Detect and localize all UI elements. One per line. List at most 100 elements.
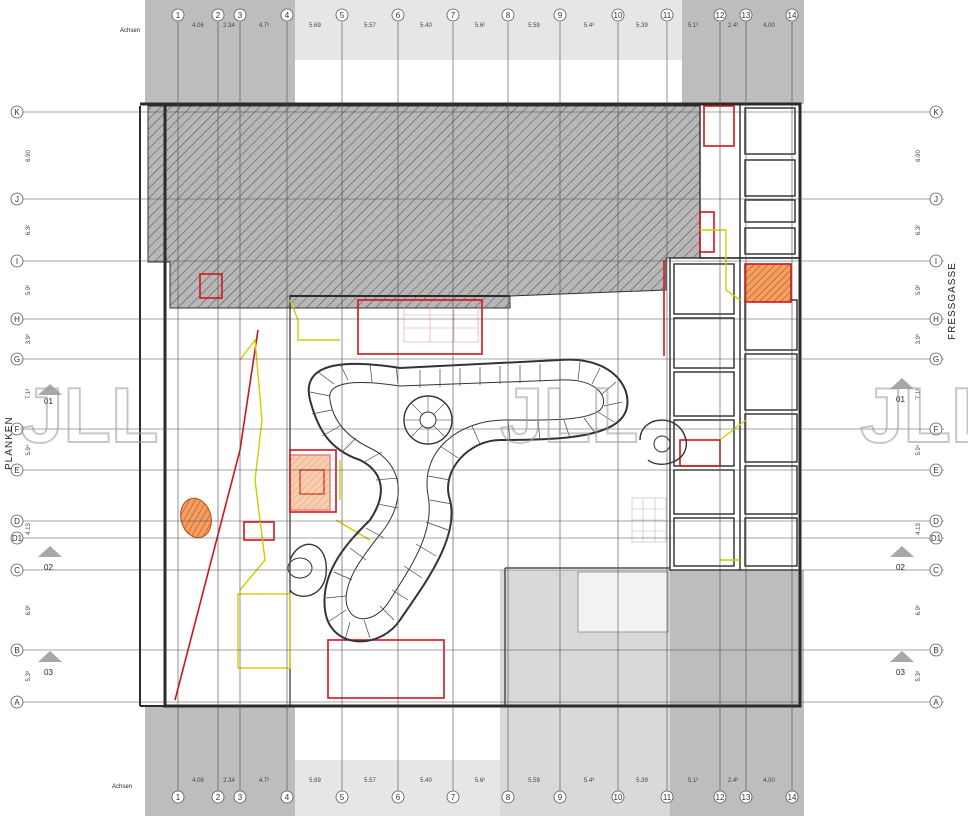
dimension-label: 2.4² [728,778,738,784]
dimension-label: 7.1³ [26,389,32,399]
svg-text:03: 03 [44,668,53,677]
svg-text:D: D [14,517,20,526]
orange-feature [180,497,212,539]
svg-text:01: 01 [896,395,905,404]
svg-text:14: 14 [788,11,797,20]
svg-text:A: A [933,698,939,707]
dimension-label: 5.69 [309,23,321,29]
column-marker-6: 6 [391,790,405,804]
column-marker-10: 10 [611,790,625,804]
svg-text:JLL: JLL [860,371,968,459]
central-staircase [287,358,687,643]
section-marker-right-01: 01 [890,378,914,404]
row-marker-G: G [10,352,24,366]
row-marker-F: F [929,422,943,436]
svg-text:G: G [933,355,939,364]
street-label-fressgasse: FRESSGASSE [947,262,958,340]
dimension-label: 5.39 [636,23,648,29]
svg-text:B: B [933,646,938,655]
svg-text:F: F [934,425,939,434]
svg-text:C: C [14,566,20,575]
dimension-label: 6.90 [26,150,32,162]
svg-text:I: I [935,257,937,266]
column-marker-5: 5 [335,790,349,804]
svg-text:G: G [14,355,20,364]
svg-text:01: 01 [44,397,53,406]
section-marker-left-01: 01 [38,384,62,406]
column-marker-9: 9 [553,8,567,22]
column-marker-7: 7 [446,790,460,804]
structural-grid [22,22,944,792]
svg-text:JLL: JLL [20,371,159,459]
section-marker-left-02: 02 [38,546,62,572]
svg-text:6: 6 [396,793,401,802]
svg-text:9: 9 [558,11,563,20]
column-marker-6: 6 [391,8,405,22]
svg-text:1: 1 [176,793,181,802]
svg-text:7: 7 [451,793,456,802]
row-marker-K: K [10,105,24,119]
row-marker-C: C [929,563,943,577]
dimension-label: 4.13 [916,523,922,535]
column-marker-3: 3 [233,8,247,22]
svg-text:10: 10 [614,11,623,20]
column-marker-2: 2 [211,8,225,22]
row-marker-D1: D1 [10,531,24,545]
dimension-label: 6.9⁶ [25,604,32,615]
dimension-label: 4.7² [259,778,269,784]
svg-text:K: K [14,108,20,117]
dimension-label: 6.3² [26,225,32,235]
section-marker-right-03: 03 [890,651,914,677]
svg-text:E: E [933,466,938,475]
dimension-label: 5.1² [688,778,698,784]
dimension-label: 5.9² [26,285,32,295]
svg-text:D: D [933,517,939,526]
svg-text:J: J [934,195,938,204]
dimension-label: 2.34 [223,23,235,29]
svg-text:14: 14 [788,793,797,802]
svg-text:I: I [16,257,18,266]
dimension-label: 6.3² [916,225,922,235]
dimension-label: 3.9⁶ [25,333,32,344]
dimension-label: 5.69 [309,778,321,784]
dimension-labels: 4.064.062.342.344.7²4.7²5.695.695.575.57… [25,23,922,784]
row-marker-J: J [10,192,24,206]
dimension-label: 5.4³ [584,778,594,784]
column-marker-1: 1 [171,790,185,804]
fire-safety-elements [174,105,792,701]
dimension-label: 4.7² [259,23,269,29]
column-marker-5: 5 [335,8,349,22]
svg-text:D1: D1 [12,534,23,543]
grid-panels [403,301,667,543]
dimension-label: 2.34 [223,778,235,784]
svg-text:7: 7 [451,11,456,20]
column-marker-2: 2 [211,790,225,804]
axis-header-top: Achsen [120,28,140,34]
dimension-label: 5.40 [420,778,432,784]
dimension-label: 5.40 [420,23,432,29]
svg-text:11: 11 [663,793,672,802]
dimension-label: 5.3⁸ [915,670,922,681]
row-marker-B: B [10,643,24,657]
row-marker-H: H [929,312,943,326]
dimension-label: 4.06 [192,778,204,784]
dimension-label: 5.1² [688,23,698,29]
column-marker-1: 1 [171,8,185,22]
row-marker-D: D [10,514,24,528]
dimension-label: 4.00 [763,23,775,29]
row-marker-B: B [929,643,943,657]
dimension-label: 5.57 [364,778,376,784]
svg-text:H: H [933,315,939,324]
section-marker-right-02: 02 [890,546,914,572]
svg-text:E: E [14,466,19,475]
column-marker-7: 7 [446,8,460,22]
column-marker-10: 10 [611,8,625,22]
svg-text:11: 11 [663,11,672,20]
dimension-label: 5.9⁴ [25,444,32,455]
dimension-label: 6.90 [916,150,922,162]
row-marker-K: K [929,105,943,119]
dimension-label: 4.00 [763,778,775,784]
svg-text:H: H [14,315,20,324]
column-marker-13: 13 [739,8,753,22]
svg-text:4: 4 [285,11,290,20]
